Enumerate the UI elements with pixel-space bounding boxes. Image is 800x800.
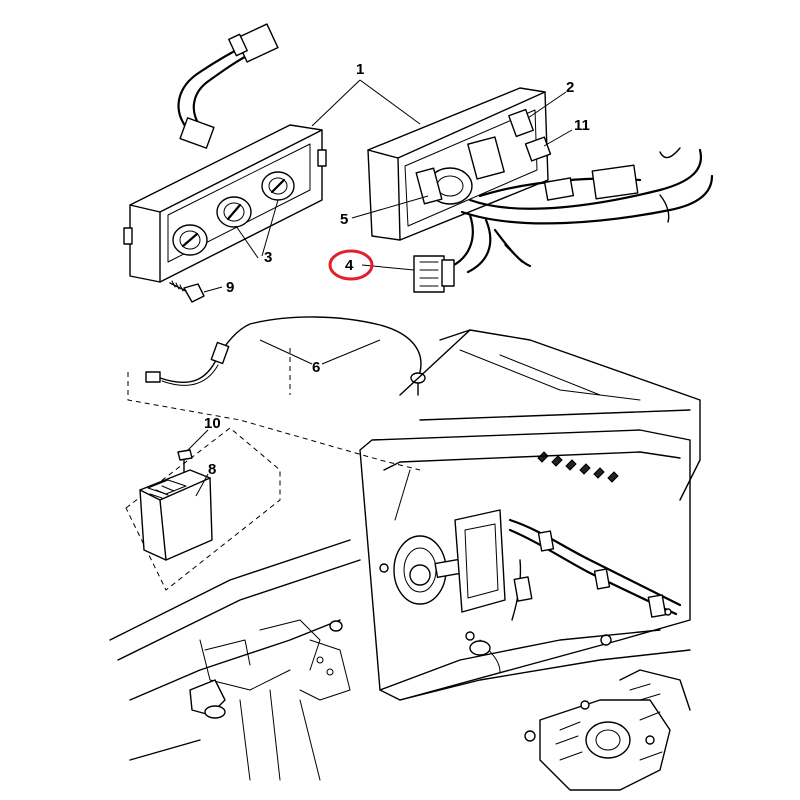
screw-item-10: [177, 449, 193, 473]
callout-6: 6: [312, 359, 320, 376]
callout-4-highlight-ring: [328, 249, 374, 281]
callout-9: 9: [226, 279, 234, 296]
knob-middle: [216, 196, 252, 228]
callout-2: 2: [566, 79, 574, 96]
control-cable-item-6: [145, 316, 426, 396]
lower-left-structure: [109, 539, 361, 781]
engine-component: [524, 669, 691, 791]
hvac-control-rear: [367, 87, 714, 274]
callout-5: 5: [340, 211, 348, 228]
screw-item-9: [169, 280, 205, 303]
knob-left: [172, 224, 208, 256]
hvac-control-front: [123, 23, 327, 283]
callout-1: 1: [356, 61, 364, 78]
dashboard-structure: [359, 329, 701, 701]
knob-right: [261, 171, 295, 201]
callout-8: 8: [208, 461, 216, 478]
callout-10: 10: [204, 415, 221, 432]
cable-area-outline: [127, 372, 421, 471]
connector-item-4: [413, 255, 455, 293]
module-item-8: [125, 427, 281, 591]
callout-3: 3: [264, 249, 272, 266]
callout-4: 4: [345, 257, 354, 274]
callout-11: 11: [574, 117, 590, 134]
